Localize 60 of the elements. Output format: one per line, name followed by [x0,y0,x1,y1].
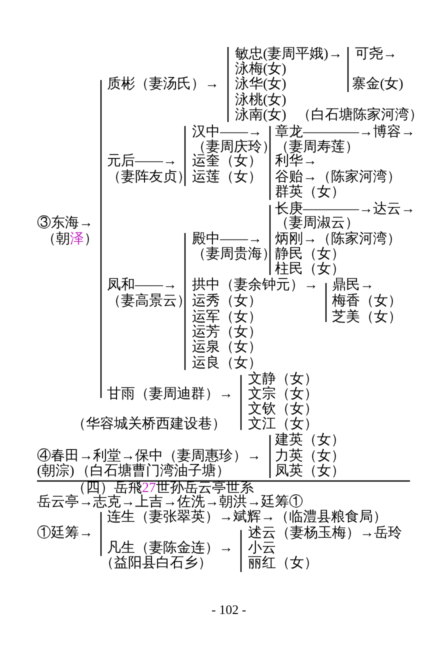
genealogy-entry: 谷贻→（陈家河湾） [275,170,401,185]
genealogy-entry: 文宗（女） [248,387,318,402]
genealogy-entry: （妻周淑云） [275,216,359,231]
genealogy-entry: 运良（女） [192,356,262,371]
genealogy-entry: ④春田→利堂→保中（妻周惠珍）→ [37,449,261,464]
genealogy-entry: 运军（女） [192,310,262,325]
genealogy-entry: 建英（女） [275,433,345,448]
genealogy-entry: 梅香（女） [332,294,402,309]
genealogy-entry: 凤英（女） [275,464,345,480]
genealogy-entry: （益阳县白石乡） [100,556,212,572]
genealogy-entry: （朝泽） [42,232,98,248]
genealogy-entry: 质彬（妻汤氏）→ [107,77,219,93]
genealogy-entry: 章龙————→博容→ [275,125,415,140]
genealogy-entry: 元后——→ [107,154,177,169]
genealogy-entry: 运莲（女） [192,170,262,186]
genealogy-entry: 运芳（女） [192,325,262,340]
genealogy-entry: 汉中——→ [192,125,262,140]
genealogy-entry: 丽红（女） [248,556,318,572]
genealogy-entry: 敏忠(妻周平娥)→ [235,47,342,62]
genealogy-entry: 泳梅(女) [235,62,286,77]
genealogy-entry: 凡生（妻陈金连）→ [107,541,233,556]
genealogy-entry: 凤和——→ [107,278,177,293]
genealogy-entry: 鼎民→ [332,278,374,294]
genealogy-entry: （妻周庆玲） [192,140,276,155]
genealogy-entry: 运秀（女） [192,294,262,310]
page-number: - 102 - [212,602,246,618]
genealogy-entry: (朝淙) [37,464,74,480]
genealogy-entry: 泳华(女) [235,77,286,92]
genealogy-entry: 泳桃(女) [235,93,286,108]
genealogy-entry: 文江（女） [248,417,318,432]
genealogy-entry: 文钦（女） [248,402,318,417]
genealogy-entry: 可尧→ [355,47,397,63]
genealogy-entry: 利华→ [275,154,317,170]
genealogy-entry: 运泉（女） [192,340,262,355]
genealogy-entry: 甘雨（妻周迪群）→ [107,387,233,403]
genealogy-entry: 炳刚→（陈家河湾） [275,232,401,247]
genealogy-entry: （白石塘陈家河湾） [297,108,423,124]
genealogy-entry: ①廷筹→ [37,526,93,542]
genealogy-entry: 殿中——→ [192,232,262,247]
genealogy-entry: ③东海→ [37,216,93,232]
genealogy-entry: 芝美（女） [332,310,402,326]
genealogy-entry: 运奎（女） [192,154,262,170]
genealogy-entry: （白石塘曹门湾油子塘） [76,464,230,480]
genealogy-entry: （华容城关桥西建设巷） [72,417,226,433]
genealogy-entry: 力英（女） [275,449,345,464]
genealogy-entry: 群英（女） [275,185,345,201]
genealogy-entry: 寨金(女) [352,77,404,93]
genealogy-entry: 泳南(女) [235,108,286,124]
genealogy-entry: 静民（女） [275,247,345,262]
genealogy-entry: 小云 [248,541,276,556]
genealogy-entry: 述云（妻杨玉梅）→岳玲 [248,526,402,541]
genealogy-entry: 拱中（妻余钟元）→ [192,278,318,294]
genealogy-entry: 文静（女） [248,372,318,387]
genealogy-entry: （妻周寿莲） [275,140,359,155]
genealogy-entry: 岳云亭→志克→上吉→佐洗→朝洪→廷筹① [37,495,303,510]
genealogy-entry: （妻阵友贞） [107,170,191,186]
genealogy-entry: 柱民（女） [275,262,345,278]
genealogy-entry: 连生（妻张翠英）→斌辉→（临澧县粮食局） [107,510,387,525]
genealogy-entry: （妻周贵海） [192,247,276,262]
genealogy-entry: （妻高景云） [107,294,191,310]
